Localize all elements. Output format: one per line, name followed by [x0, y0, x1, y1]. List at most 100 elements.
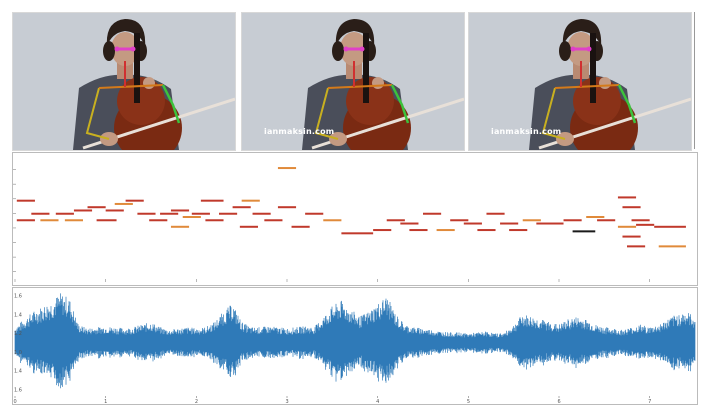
note-bar [500, 222, 519, 225]
note-bar [305, 212, 324, 215]
y-tick-label: 1.0 [14, 350, 22, 356]
y-tick-label: 1.2 [14, 331, 22, 337]
skeleton-shoulders [554, 84, 620, 89]
note-bar [241, 199, 260, 202]
cello-neck [134, 33, 140, 103]
note-bar [252, 212, 271, 215]
note-bar [239, 225, 258, 228]
hair [562, 19, 602, 47]
note-bar [205, 219, 224, 222]
hair [335, 19, 375, 47]
note-bar [323, 219, 342, 222]
y-tick-label: 1.6 [14, 388, 22, 394]
note-bar [617, 196, 637, 199]
note-bar [191, 212, 210, 215]
note-bar [277, 206, 297, 209]
cello-neck [590, 33, 596, 103]
note-bar [586, 216, 605, 218]
note-bar [622, 206, 641, 209]
video-frame-2: ianmaksin.com [241, 12, 465, 151]
piano-roll-plot [12, 152, 698, 286]
skeleton-shoulders [327, 84, 393, 89]
skeleton-shoulders [98, 84, 164, 89]
note-bar [87, 206, 106, 209]
cellist-image-3 [469, 13, 691, 150]
note-bar [373, 229, 392, 232]
hair [106, 19, 146, 47]
note-bar [631, 219, 650, 222]
note-bar [96, 219, 117, 222]
note-bar [636, 223, 655, 226]
frame-divider [694, 12, 695, 149]
note-bar [170, 225, 190, 228]
waveform-svg: 1.6 1.4 1.2 1.0 1.4 1.6 0 1 2 3 4 5 6 7 [14, 293, 696, 405]
note-bar [627, 245, 646, 248]
left-hand [372, 77, 384, 89]
y-tick-label: 1.4 [14, 312, 22, 318]
skeleton-right-eye [586, 46, 592, 52]
x-tick-label: 0 [14, 399, 17, 404]
note-bar [341, 232, 374, 235]
watermark-text: ianmaksin.com [491, 127, 562, 136]
note-bar [477, 229, 496, 232]
y-tick-label: 1.6 [14, 294, 22, 300]
note-bar [31, 212, 50, 215]
piano-roll-svg [13, 167, 686, 282]
x-tick-label: 6 [558, 399, 561, 404]
skeleton-right-eye [359, 46, 365, 52]
note-bar [64, 219, 83, 222]
note-bar [536, 222, 564, 225]
waveform-signal [14, 293, 696, 389]
y-tick-label: 1.4 [14, 369, 22, 375]
x-tick-label: 7 [648, 399, 651, 404]
note-bar [200, 199, 224, 202]
note-bar [450, 219, 469, 222]
note-bar [137, 212, 156, 215]
x-tick-label: 1 [104, 399, 107, 404]
note-bar [572, 230, 596, 233]
skeleton-right-arm [85, 87, 110, 140]
note-bar [277, 167, 297, 170]
note-bar [654, 225, 686, 228]
note-bar [436, 229, 455, 232]
skeleton-left-eye [343, 46, 349, 52]
cellist-image-2 [242, 13, 464, 150]
note-bar [486, 212, 505, 215]
note-bar [149, 219, 168, 222]
x-tick-label: 2 [195, 399, 198, 404]
note-bar [658, 245, 686, 248]
note-bar [160, 212, 179, 215]
skeleton-left-arm [390, 84, 410, 124]
note-bar [114, 202, 133, 205]
left-hand [599, 77, 611, 89]
note-bar [16, 219, 35, 222]
hair-left [332, 41, 344, 61]
skeleton-left-arm [617, 84, 637, 124]
note-bar [170, 209, 190, 212]
x-tick-label: 3 [286, 399, 289, 404]
note-bar [400, 222, 419, 225]
note-bar [125, 199, 144, 202]
cello-body-upper [117, 77, 165, 125]
left-hand [143, 77, 155, 89]
note-bar [409, 229, 428, 232]
skeleton-right-arm [314, 87, 339, 140]
hair-left [103, 41, 115, 61]
note-bar [105, 209, 124, 212]
note-bar [622, 235, 641, 238]
note-bar [423, 212, 442, 215]
watermark-text: ianmaksin.com [264, 127, 335, 136]
note-bar [386, 219, 405, 222]
skeleton-left-arm [161, 84, 181, 124]
x-tick-label: 5 [467, 399, 470, 404]
skeleton-right-eye [130, 46, 136, 52]
note-bar [522, 219, 541, 222]
note-bar [40, 219, 59, 222]
note-bar [55, 212, 74, 215]
note-bar [291, 225, 310, 228]
note-bar [232, 206, 251, 209]
skeleton-left-eye [114, 46, 120, 52]
waveform-plot: 1.6 1.4 1.2 1.0 1.4 1.6 0 1 2 3 4 5 6 7 [12, 287, 698, 405]
x-tick-label: 4 [376, 399, 379, 404]
note-bar [617, 225, 637, 228]
